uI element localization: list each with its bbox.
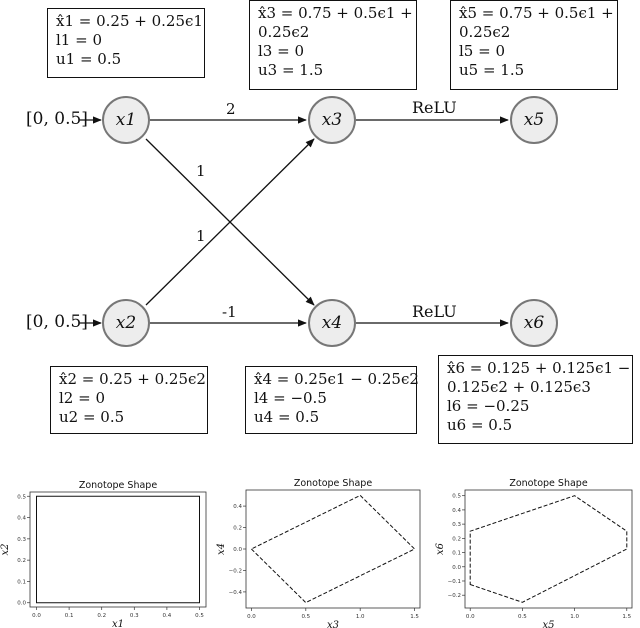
relu-label-top: ReLU: [412, 98, 457, 117]
y-tick-label-3-0: −0.2: [448, 593, 461, 599]
weight-x2-x4: -1: [222, 303, 237, 321]
y-tick-label-3-6: 0.4: [452, 508, 461, 514]
info-box-x4: x̂4 = 0.25ϵ1 − 0.25ϵ2 l4 = −0.5 u4 = 0.5: [245, 366, 419, 434]
x-tick-label-3-3: 1.5: [622, 614, 631, 620]
zonotope-polygon-2: [250, 494, 416, 604]
plot-title-1: Zonotope Shape: [79, 480, 157, 491]
x-tick-label-2-1: 0.5: [301, 614, 310, 620]
x-tick-label-3-2: 1.0: [570, 614, 579, 620]
node-x5: x5: [510, 96, 558, 144]
x-axis-label-3: x5: [542, 620, 554, 628]
y-tick-label-3-5: 0.3: [452, 522, 461, 528]
weight-x2-x3: 1: [196, 227, 206, 245]
y-tick-label-3-3: 0.1: [452, 551, 461, 557]
node-x4: x4: [308, 299, 356, 347]
y-tick-label-3-4: 0.2: [452, 536, 461, 542]
x-tick-label-3-0: 0.0: [466, 614, 475, 620]
x-tick-label-1-0: 0.0: [32, 613, 41, 619]
y-tick-label-1-5: 0.5: [17, 494, 26, 500]
x-tick-label-1-3: 0.3: [130, 613, 139, 619]
x-axis-label-2: x3: [327, 620, 339, 628]
y-tick-label-1-4: 0.4: [17, 516, 26, 522]
plot-title-3: Zonotope Shape: [509, 478, 587, 489]
x-axis-label-1: x1: [112, 619, 124, 628]
info-box-x6: x̂6 = 0.125 + 0.125ϵ1 − 0.125ϵ2 + 0.125ϵ…: [438, 355, 633, 444]
weight-x1-x4: 1: [196, 162, 206, 180]
x-tick-label-1-2: 0.2: [97, 613, 106, 619]
y-axis-label-3: x6: [435, 542, 446, 555]
y-tick-label-3-2: 0.0: [452, 565, 461, 571]
x-tick-label-1-1: 0.1: [65, 613, 74, 619]
y-axis-label-1: x2: [0, 543, 11, 555]
x-tick-label-2-0: 0.0: [247, 614, 256, 620]
x-tick-label-2-3: 1.5: [410, 614, 419, 620]
node-x3: x3: [308, 96, 356, 144]
info-box-x3: x̂3 = 0.75 + 0.5ϵ1 + 0.25ϵ2 l3 = 0 u3 = …: [249, 0, 417, 90]
y-tick-label-2-4: 0.4: [233, 504, 242, 510]
y-tick-label-2-0: −0.4: [229, 590, 243, 596]
node-x1: x1: [102, 96, 150, 144]
edge-x2-x3: [145, 138, 315, 306]
input-range-x2: [0, 0.5]: [26, 312, 88, 332]
zonotope-polygon-3: [469, 495, 628, 603]
zonotope-polygon-1: [36, 495, 200, 604]
node-x2: x2: [102, 299, 150, 347]
x-tick-label-1-4: 0.4: [163, 613, 172, 619]
y-tick-label-3-7: 0.5: [452, 494, 461, 500]
y-tick-label-1-0: 0.0: [17, 601, 26, 607]
input-range-x1: [0, 0.5]: [26, 109, 88, 129]
info-box-x5: x̂5 = 0.75 + 0.5ϵ1 + 0.25ϵ2 l5 = 0 u5 = …: [450, 0, 618, 90]
relu-label-bottom: ReLU: [412, 302, 457, 321]
y-tick-label-2-2: 0.0: [233, 547, 242, 553]
x-tick-label-3-1: 0.5: [518, 614, 527, 620]
plot-frame-1: [29, 491, 207, 608]
y-tick-label-2-3: 0.2: [233, 526, 242, 532]
y-tick-label-3-1: −0.1: [448, 579, 461, 585]
y-axis-label-2: x4: [216, 543, 227, 555]
weight-x1-x3: 2: [226, 100, 236, 118]
y-tick-label-2-1: −0.2: [229, 568, 242, 574]
info-box-x2: x̂2 = 0.25 + 0.25ϵ2 l2 = 0 u2 = 0.5: [50, 366, 208, 434]
x-tick-label-1-5: 0.5: [195, 613, 204, 619]
y-tick-label-1-2: 0.2: [17, 558, 26, 564]
y-tick-label-1-3: 0.3: [17, 537, 26, 543]
zonotope-plots: Zonotope Shape 0.0 0.1 0.2 0.3 0.4 0.5 0.0 0.1 0.…: [0, 478, 633, 628]
node-x6: x6: [510, 299, 558, 347]
x-tick-label-2-2: 1.0: [356, 614, 365, 620]
plot-frame-3: [464, 489, 633, 609]
info-box-x1: x̂1 = 0.25 + 0.25ϵ1 l1 = 0 u1 = 0.5: [47, 8, 205, 78]
y-tick-label-1-1: 0.1: [17, 579, 26, 585]
plot-frame-2: [245, 489, 421, 609]
plot-title-2: Zonotope Shape: [294, 478, 372, 489]
